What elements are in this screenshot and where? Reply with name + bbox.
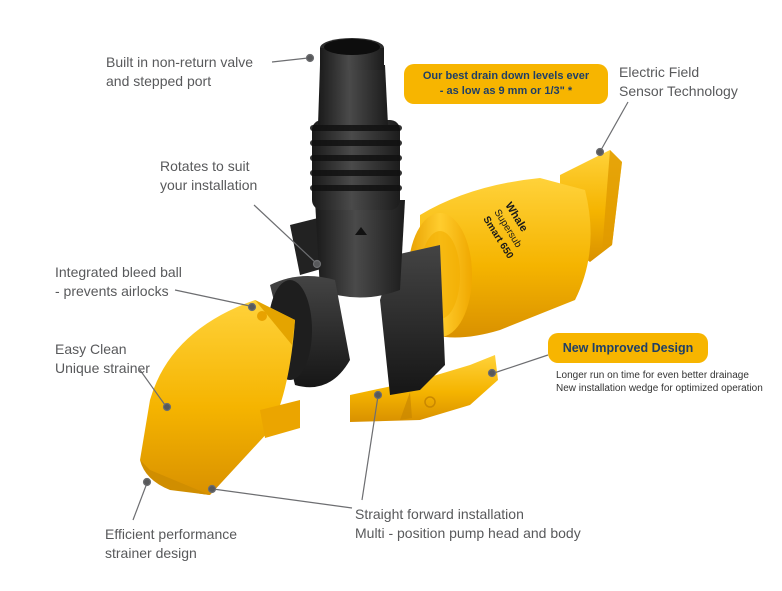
strainer xyxy=(140,300,300,495)
outlet-pipe xyxy=(310,38,405,298)
callout-valve: Built in non-return valve and stepped po… xyxy=(106,53,253,91)
improved-design-badge: New Improved Design xyxy=(548,333,708,363)
callout-rotates-line1: Rotates to suit xyxy=(160,158,250,174)
improved-design-note2: New installation wedge for optimized ope… xyxy=(556,383,763,394)
callout-sensor-line2: Sensor Technology xyxy=(619,83,738,99)
callout-sensor-line1: Electric Field xyxy=(619,64,700,80)
callout-bleed-line2: - prevents airlocks xyxy=(55,283,169,299)
drain-level-badge: Our best drain down levels ever - as low… xyxy=(404,64,608,104)
callout-install: Straight forward installation Multi - po… xyxy=(355,505,581,543)
improved-design-notes: Longer run on time for even better drain… xyxy=(556,369,763,395)
callout-bleed: Integrated bleed ball - prevents airlock… xyxy=(55,263,182,301)
drain-level-line1: Our best drain down levels ever xyxy=(422,70,590,82)
callout-efficient: Efficient performance strainer design xyxy=(105,525,237,563)
callout-strainer: Easy Clean Unique strainer xyxy=(55,340,150,378)
callout-efficient-line1: Efficient performance xyxy=(105,526,238,542)
callout-strainer-line1: Easy Clean xyxy=(55,341,127,357)
installation-wedge xyxy=(350,355,498,422)
callout-efficient-line2: strainer design xyxy=(105,545,197,561)
callout-sensor: Electric Field Sensor Technology xyxy=(619,63,738,101)
callout-valve-line2: and stepped port xyxy=(106,73,212,89)
callout-rotates-line2: your installation xyxy=(160,177,258,193)
callout-install-line2: Multi - position pump head and body xyxy=(355,525,581,541)
callout-install-line1: Straight forward installation xyxy=(355,506,524,522)
drain-level-line2: - as low as 9 mm or 1/3" * xyxy=(439,85,573,97)
improved-design-title: New Improved Design xyxy=(562,341,694,355)
callout-bleed-line1: Integrated bleed ball xyxy=(55,264,182,280)
leader-lines xyxy=(132,53,629,521)
callout-valve-line1: Built in non-return valve xyxy=(106,54,254,70)
callout-rotates: Rotates to suit your installation xyxy=(160,157,257,195)
callout-strainer-line2: Unique strainer xyxy=(55,360,150,376)
improved-design-note1: Longer run on time for even better drain… xyxy=(556,370,749,381)
